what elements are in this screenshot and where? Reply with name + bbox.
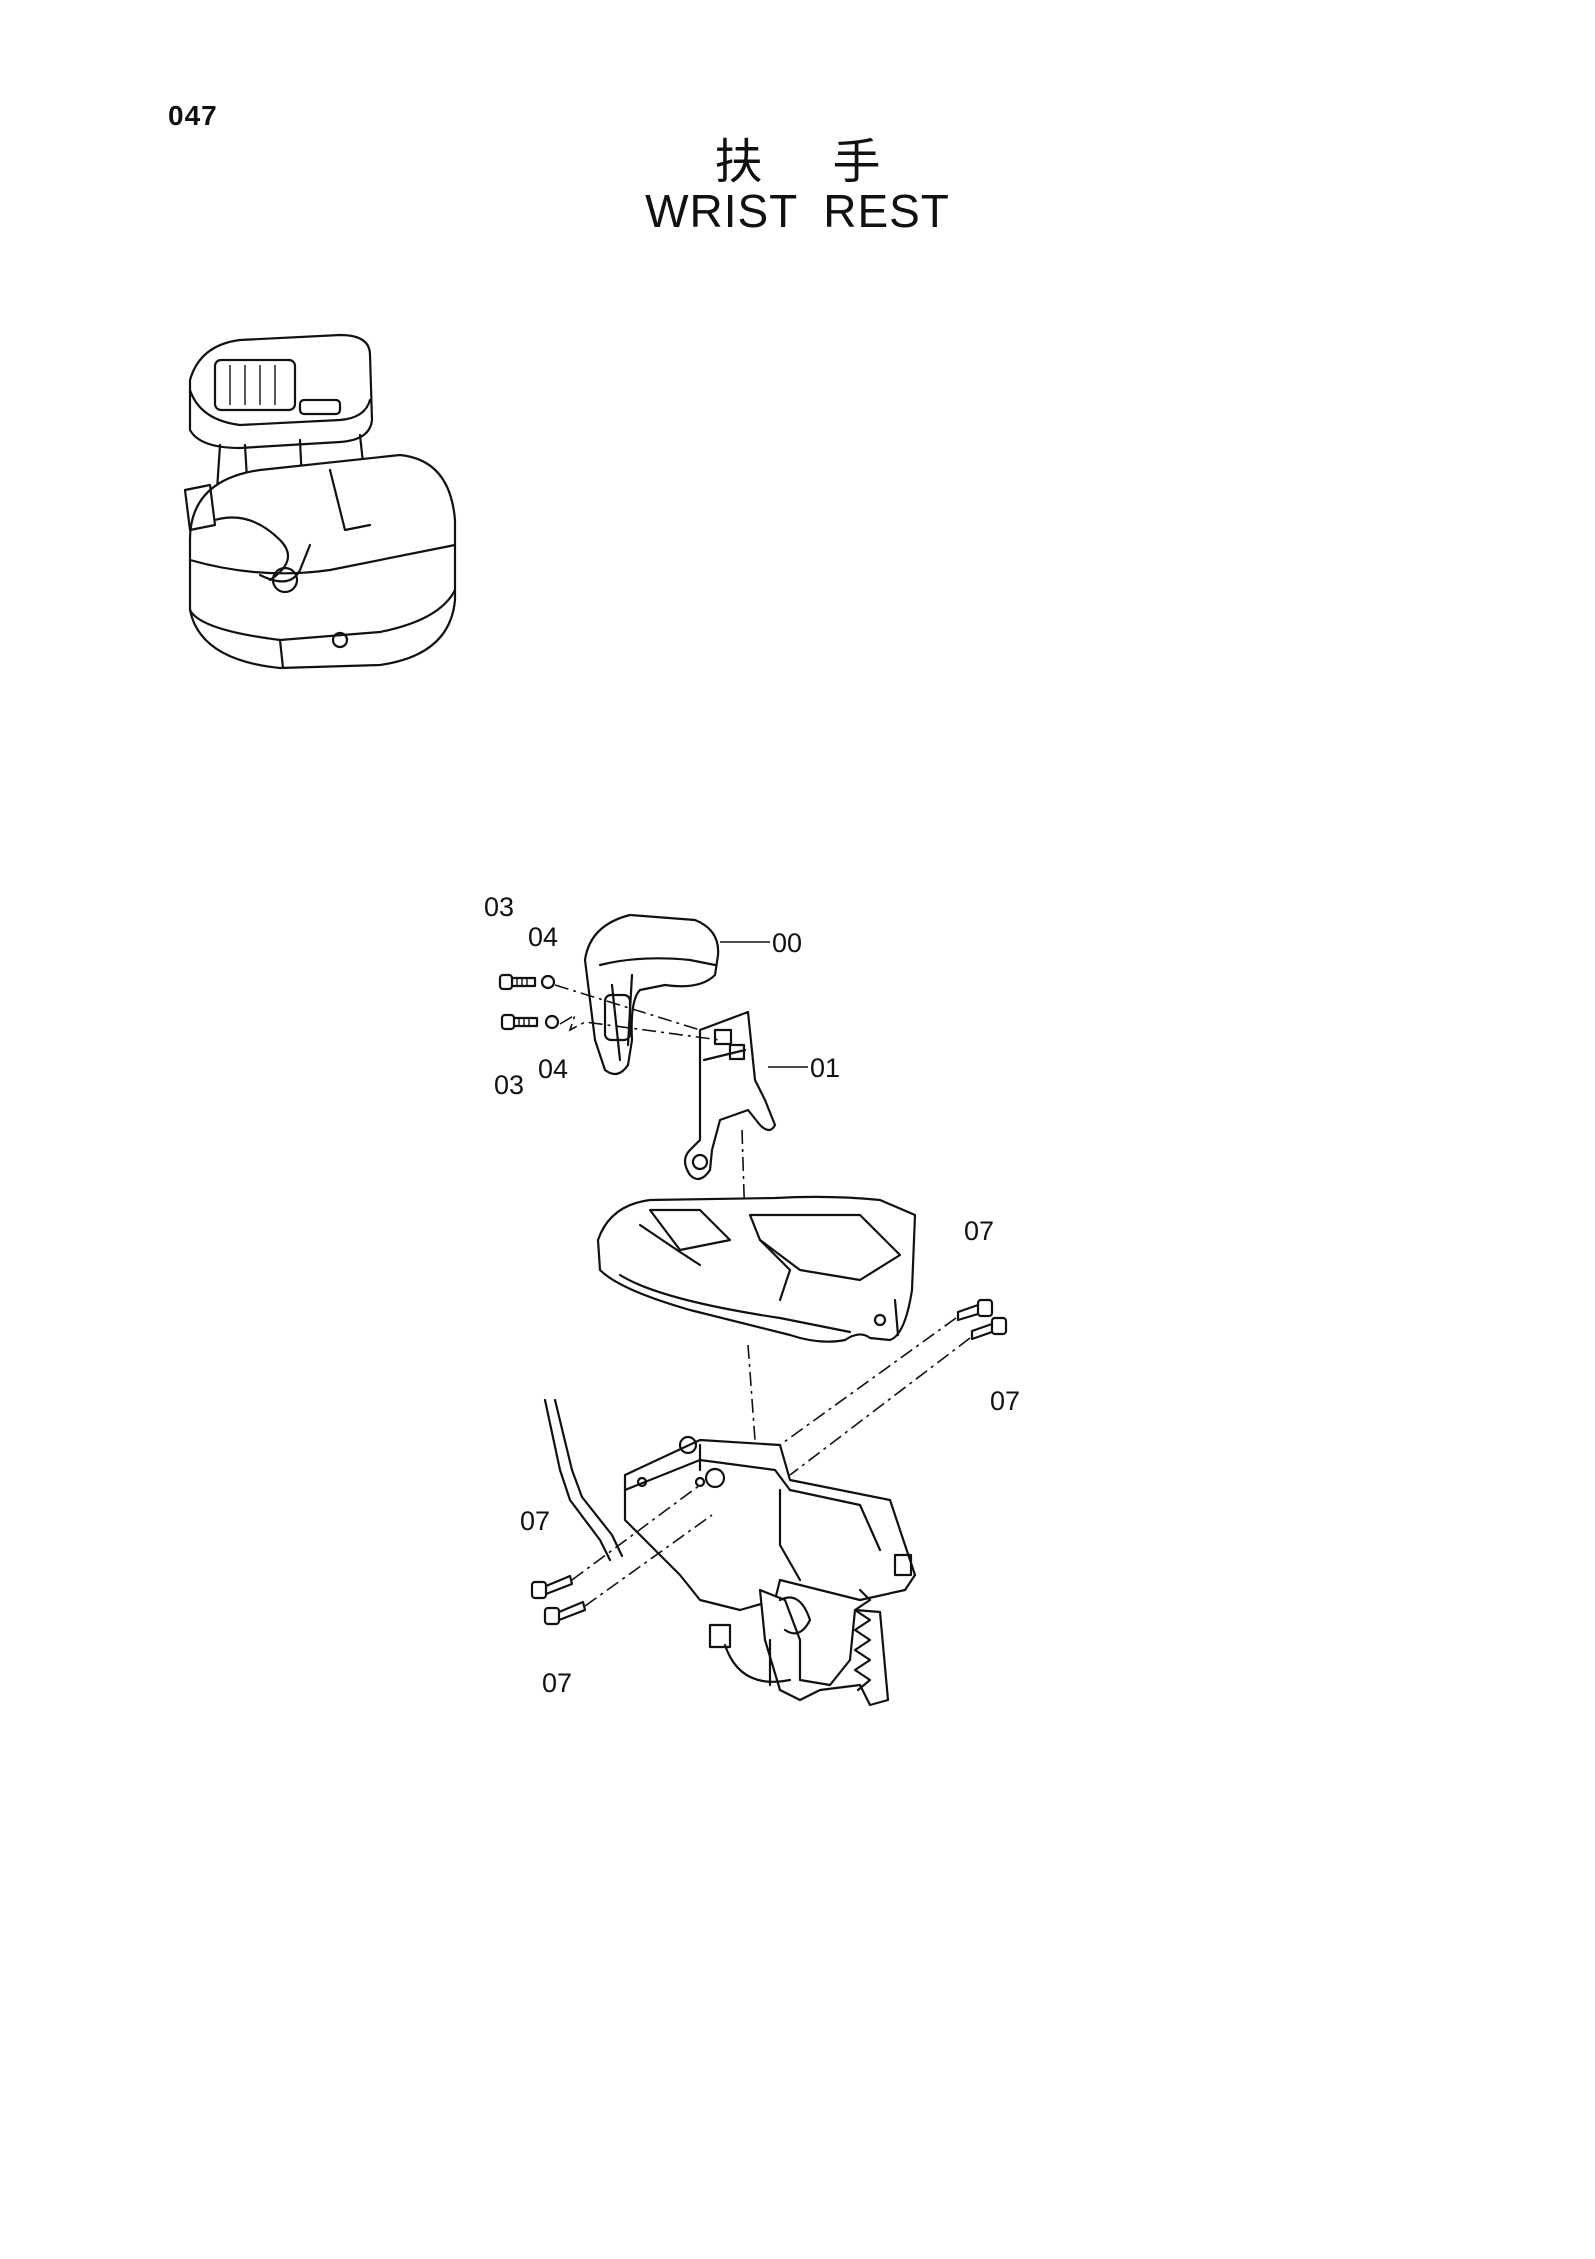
page-number: 047 xyxy=(168,100,218,131)
callout-00: 00 xyxy=(772,928,802,958)
callout-04-lower: 04 xyxy=(538,1054,568,1084)
bolt-07-upper-right xyxy=(779,1298,994,1446)
bolt-and-washer-upper xyxy=(498,973,701,1031)
console-cover xyxy=(596,1195,917,1343)
cab-overview-illustration xyxy=(183,333,457,670)
wrist-rest-pad xyxy=(583,913,720,1076)
bolt-and-washer-lower xyxy=(500,1013,721,1041)
title-chinese: 扶手 xyxy=(714,134,951,190)
callout-03-lower: 03 xyxy=(494,1070,524,1100)
callout-07-lower-left: 07 xyxy=(542,1668,572,1698)
callout-07-upper-right: 07 xyxy=(964,1216,994,1246)
bolt-07-upper-left xyxy=(530,1484,701,1600)
callout-07-upper-left: 07 xyxy=(520,1506,550,1536)
lever-spring xyxy=(853,1588,872,1692)
bracket xyxy=(683,1010,777,1181)
callout-04-upper: 04 xyxy=(528,922,558,952)
callout-03-upper: 03 xyxy=(484,892,514,922)
bolt-07-lower-left xyxy=(543,1514,713,1626)
title-english: WRIST REST xyxy=(645,185,950,237)
lever-stand-base xyxy=(543,1398,917,1707)
bolt-07-lower-right xyxy=(789,1316,1008,1476)
callout-01: 01 xyxy=(810,1053,840,1083)
callout-07-lower-right: 07 xyxy=(990,1386,1020,1416)
